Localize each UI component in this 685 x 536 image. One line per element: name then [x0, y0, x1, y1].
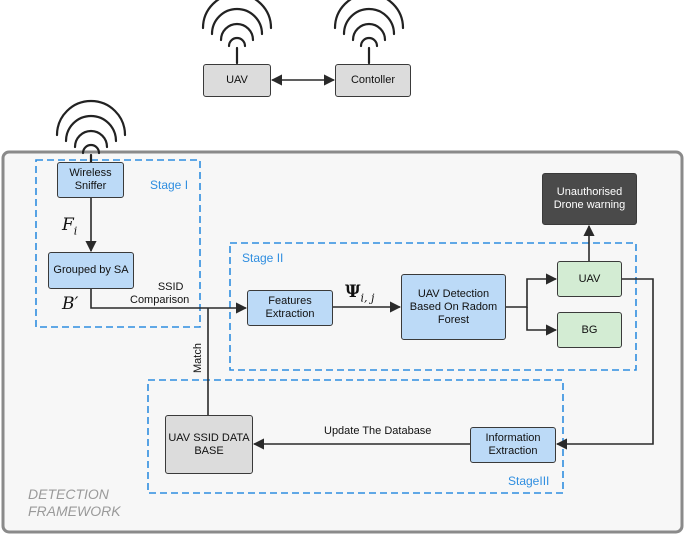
b-prime-symbol: B′ — [62, 294, 79, 314]
stage2-container — [229, 242, 637, 371]
stage2-title: Stage II — [242, 251, 284, 265]
ssid-label-line1: SSID — [157, 281, 184, 293]
f-symbol-main: F — [62, 215, 74, 235]
wireless-sniffer-box: Wireless Sniffer — [57, 162, 124, 198]
stage3-title: StageIII — [508, 474, 550, 488]
grouped-by-sa-box: Grouped by SA — [48, 252, 134, 289]
ssid-label-line2: Comparison — [130, 294, 190, 306]
features-extraction-box: Features Extraction — [247, 290, 333, 326]
psi-symbol: Ψi, j — [345, 282, 374, 304]
wifi-icon-sniffer — [55, 99, 127, 164]
wifi-icon-controller — [333, 0, 405, 65]
uav-detection-label: UAV Detection Based On Radom Forest — [409, 287, 498, 326]
controller-device-label: Contoller — [350, 74, 396, 86]
match-label: Match — [191, 343, 204, 373]
uav-ssid-database-label: UAV SSID DATA BASE — [168, 431, 250, 457]
framework-label-line2: FRAMEWORK — [28, 503, 121, 519]
psi-symbol-main: Ψ — [345, 282, 361, 302]
wireless-sniffer-label: Wireless Sniffer — [69, 167, 112, 192]
psi-symbol-sub: i, j — [360, 291, 375, 305]
ssid-comparison-label: SSID Comparison — [130, 281, 189, 307]
uav-class-box: UAV — [557, 261, 622, 297]
unauthorised-drone-warning-box: Unauthorised Drone warning — [542, 173, 637, 225]
uav-class-label: UAV — [578, 272, 601, 285]
f-symbol-sub: i — [73, 224, 78, 238]
update-database-label: Update The Database — [324, 425, 432, 437]
detection-framework-label: DETECTION FRAMEWORK — [28, 486, 121, 520]
features-extraction-label: Features Extraction — [265, 295, 315, 320]
stage1-container — [35, 159, 201, 328]
f-symbol: Fi — [62, 215, 77, 237]
uav-detection-box: UAV Detection Based On Radom Forest — [401, 274, 506, 340]
grouped-by-sa-label: Grouped by SA — [53, 264, 129, 276]
stage1-title: Stage I — [150, 178, 189, 192]
information-extraction-box: Information Extraction — [470, 427, 556, 463]
framework-label-line1: DETECTION — [28, 486, 109, 502]
uav-device-label: UAV — [226, 74, 248, 86]
wifi-icon-uav — [201, 0, 273, 65]
bg-class-box: BG — [557, 312, 622, 348]
uav-ssid-database-box: UAV SSID DATA BASE — [165, 415, 253, 474]
bg-class-label: BG — [581, 323, 598, 336]
information-extraction-label: Information Extraction — [485, 432, 541, 457]
uav-device-box: UAV — [203, 64, 271, 97]
controller-device-box: Contoller — [335, 64, 411, 97]
unauthorised-drone-warning-label: Unauthorised Drone warning — [553, 186, 626, 211]
